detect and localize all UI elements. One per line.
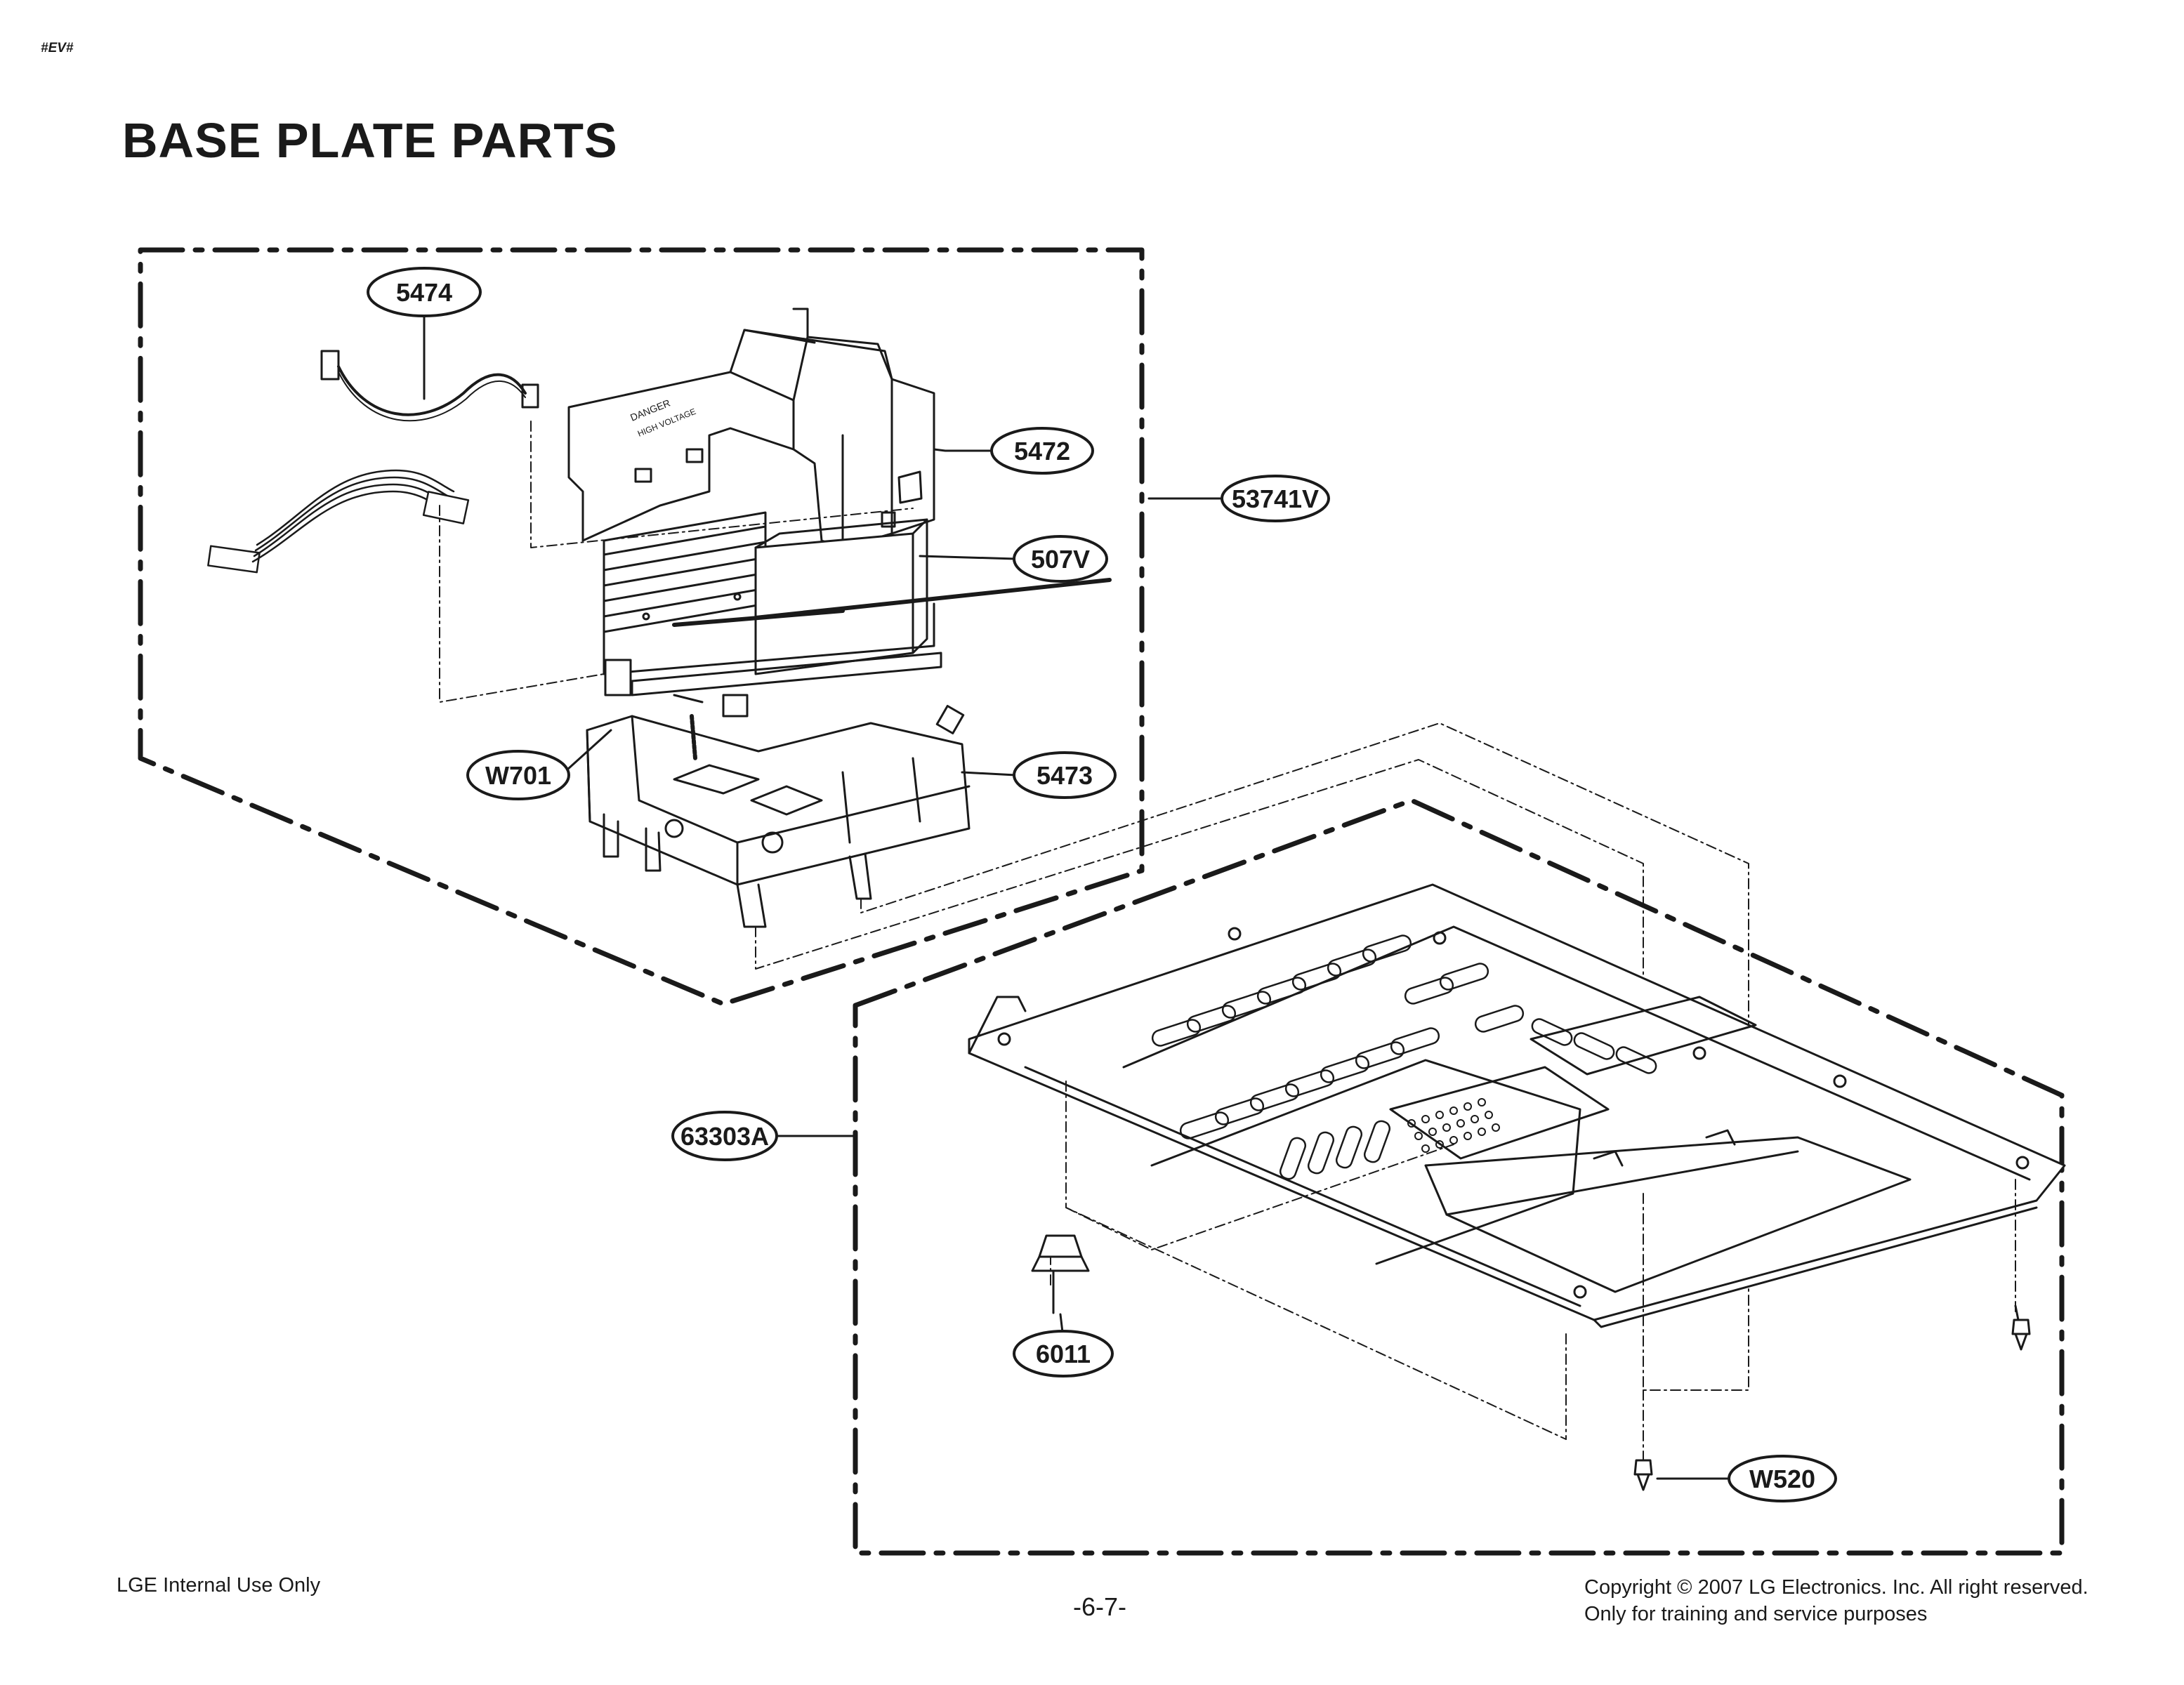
callout-6011: 6011 — [1036, 1340, 1091, 1368]
document-tag: #EV# — [41, 41, 74, 55]
foot-6011 — [1031, 1234, 1090, 1314]
callout-W520: W520 — [1749, 1465, 1815, 1493]
footer-copyright: Copyright © 2007 LG Electronics. Inc. Al… — [1584, 1576, 2088, 1599]
base-holder-5473 — [586, 705, 971, 928]
wire-harness-5474 — [320, 350, 539, 422]
callout-5473: 5473 — [1037, 761, 1093, 790]
guide-lines-upper — [439, 421, 1749, 1194]
page-title: BASE PLATE PARTS — [122, 113, 618, 168]
page-number: -6-7- — [1073, 1592, 1127, 1621]
guide-lines-lower — [1050, 1081, 2016, 1461]
footer-purpose: Only for training and service purposes — [1584, 1603, 1928, 1625]
callout-5472: 5472 — [1014, 437, 1070, 465]
callout-5474: 5474 — [396, 278, 452, 307]
assembly-boundary-63303A — [853, 798, 2065, 1556]
heatsink-module-507V — [603, 511, 1112, 718]
callout-53741V: 53741V — [1232, 484, 1319, 513]
leader-lines — [423, 316, 1736, 1480]
cover-bracket-5472: DANGER HIGH VOLTAGE — [567, 308, 935, 549]
footer-internal-note: LGE Internal Use Only — [117, 1574, 321, 1597]
callout-63303A: 63303A — [680, 1122, 769, 1151]
ribbon-cable — [207, 469, 470, 574]
screw-W520 — [1633, 1304, 2031, 1491]
callout-W701: W701 — [485, 761, 551, 790]
callout-507V: 507V — [1031, 545, 1090, 574]
base-plate-63303A — [968, 883, 2066, 1328]
footer-copyright-block: Copyright © 2007 LG Electronics. Inc. Al… — [1584, 1574, 2088, 1627]
assembly-boundary-53741V — [138, 247, 1145, 1007]
callouts — [367, 267, 1837, 1502]
